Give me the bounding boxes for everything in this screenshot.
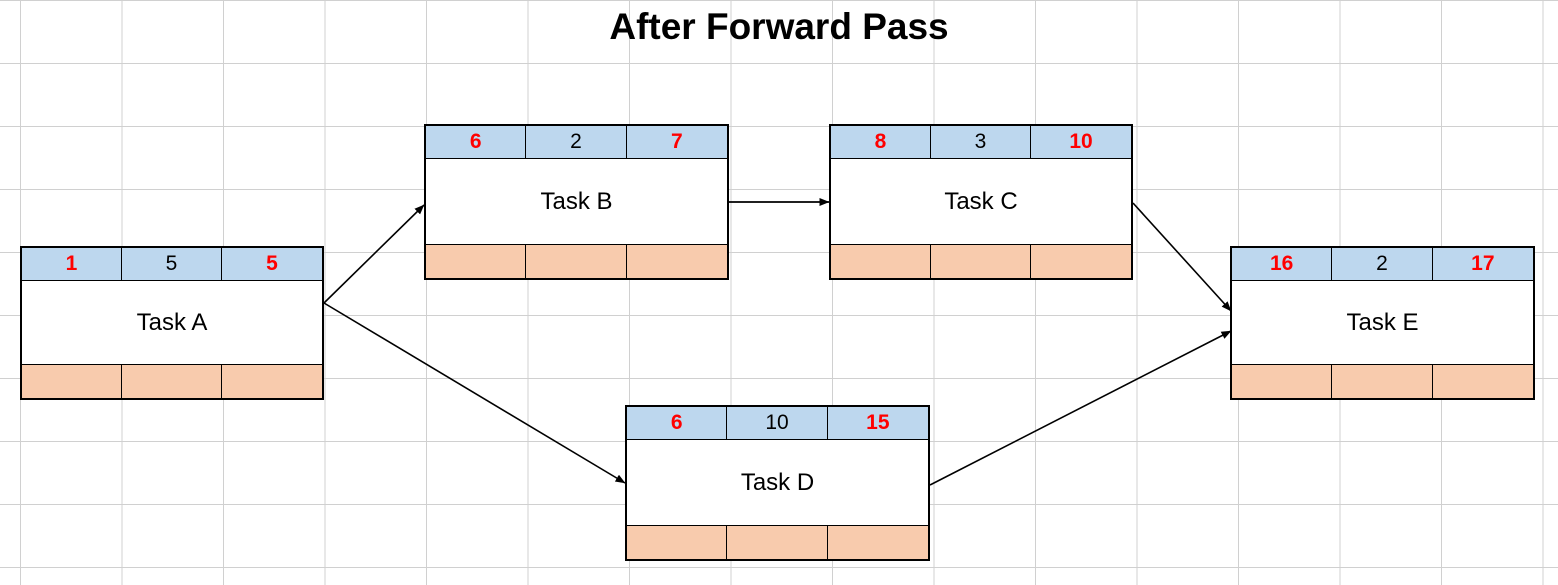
task-c-label: Task C xyxy=(944,187,1018,215)
task-e-body: Task E xyxy=(1232,280,1533,365)
task-a-early-start: 1 xyxy=(22,248,122,280)
edge-c-to-e xyxy=(1132,202,1232,312)
task-d-bottom-row xyxy=(627,526,928,559)
page-title: After Forward Pass xyxy=(609,6,949,47)
edge-a-to-b xyxy=(323,204,425,304)
task-a-top-row: 1 5 5 xyxy=(22,248,322,280)
task-b-top-row: 6 2 7 xyxy=(426,126,727,158)
task-node-a[interactable]: 1 5 5 Task A xyxy=(20,246,324,400)
task-c-late-finish xyxy=(1031,245,1131,278)
task-a-early-finish: 5 xyxy=(222,248,322,280)
task-node-b[interactable]: 6 2 7 Task B xyxy=(424,124,729,280)
task-d-early-finish: 15 xyxy=(827,407,928,439)
task-b-late-start xyxy=(426,245,527,278)
task-d-duration: 10 xyxy=(727,407,828,439)
task-a-body: Task A xyxy=(22,280,322,365)
task-d-late-start xyxy=(627,526,728,559)
task-e-duration: 2 xyxy=(1332,248,1433,280)
task-e-early-start: 16 xyxy=(1232,248,1333,280)
task-e-label: Task E xyxy=(1346,308,1419,336)
task-a-slack xyxy=(122,365,222,398)
task-c-duration: 3 xyxy=(931,126,1031,158)
task-e-early-finish: 17 xyxy=(1432,248,1533,280)
task-b-late-finish xyxy=(626,245,727,278)
task-c-bottom-row xyxy=(831,245,1131,278)
task-c-early-start: 8 xyxy=(831,126,931,158)
task-a-late-finish xyxy=(222,365,322,398)
task-c-body: Task C xyxy=(831,158,1131,245)
task-b-body: Task B xyxy=(426,158,727,245)
task-e-late-start xyxy=(1232,365,1333,398)
task-e-late-finish xyxy=(1432,365,1533,398)
edge-a-to-d xyxy=(323,302,626,484)
task-a-bottom-row xyxy=(22,365,322,398)
task-b-early-start: 6 xyxy=(426,126,527,158)
task-b-bottom-row xyxy=(426,245,727,278)
task-a-label: Task A xyxy=(136,308,208,336)
task-d-body: Task D xyxy=(627,439,928,526)
task-e-top-row: 16 2 17 xyxy=(1232,248,1533,280)
edge-d-to-e xyxy=(929,330,1232,486)
task-d-early-start: 6 xyxy=(627,407,728,439)
task-a-duration: 5 xyxy=(122,248,222,280)
task-c-slack xyxy=(931,245,1031,278)
task-c-early-finish: 10 xyxy=(1031,126,1131,158)
task-d-late-finish xyxy=(827,526,928,559)
task-e-bottom-row xyxy=(1232,365,1533,398)
task-c-late-start xyxy=(831,245,931,278)
task-d-slack xyxy=(727,526,828,559)
task-d-label: Task D xyxy=(740,468,815,496)
task-b-slack xyxy=(526,245,627,278)
task-b-label: Task B xyxy=(540,187,613,215)
task-c-top-row: 8 3 10 xyxy=(831,126,1131,158)
task-node-e[interactable]: 16 2 17 Task E xyxy=(1230,246,1535,400)
task-b-duration: 2 xyxy=(526,126,627,158)
task-b-early-finish: 7 xyxy=(626,126,727,158)
task-e-slack xyxy=(1332,365,1433,398)
task-d-top-row: 6 10 15 xyxy=(627,407,928,439)
task-node-d[interactable]: 6 10 15 Task D xyxy=(625,405,930,561)
task-a-late-start xyxy=(22,365,122,398)
task-node-c[interactable]: 8 3 10 Task C xyxy=(829,124,1133,280)
